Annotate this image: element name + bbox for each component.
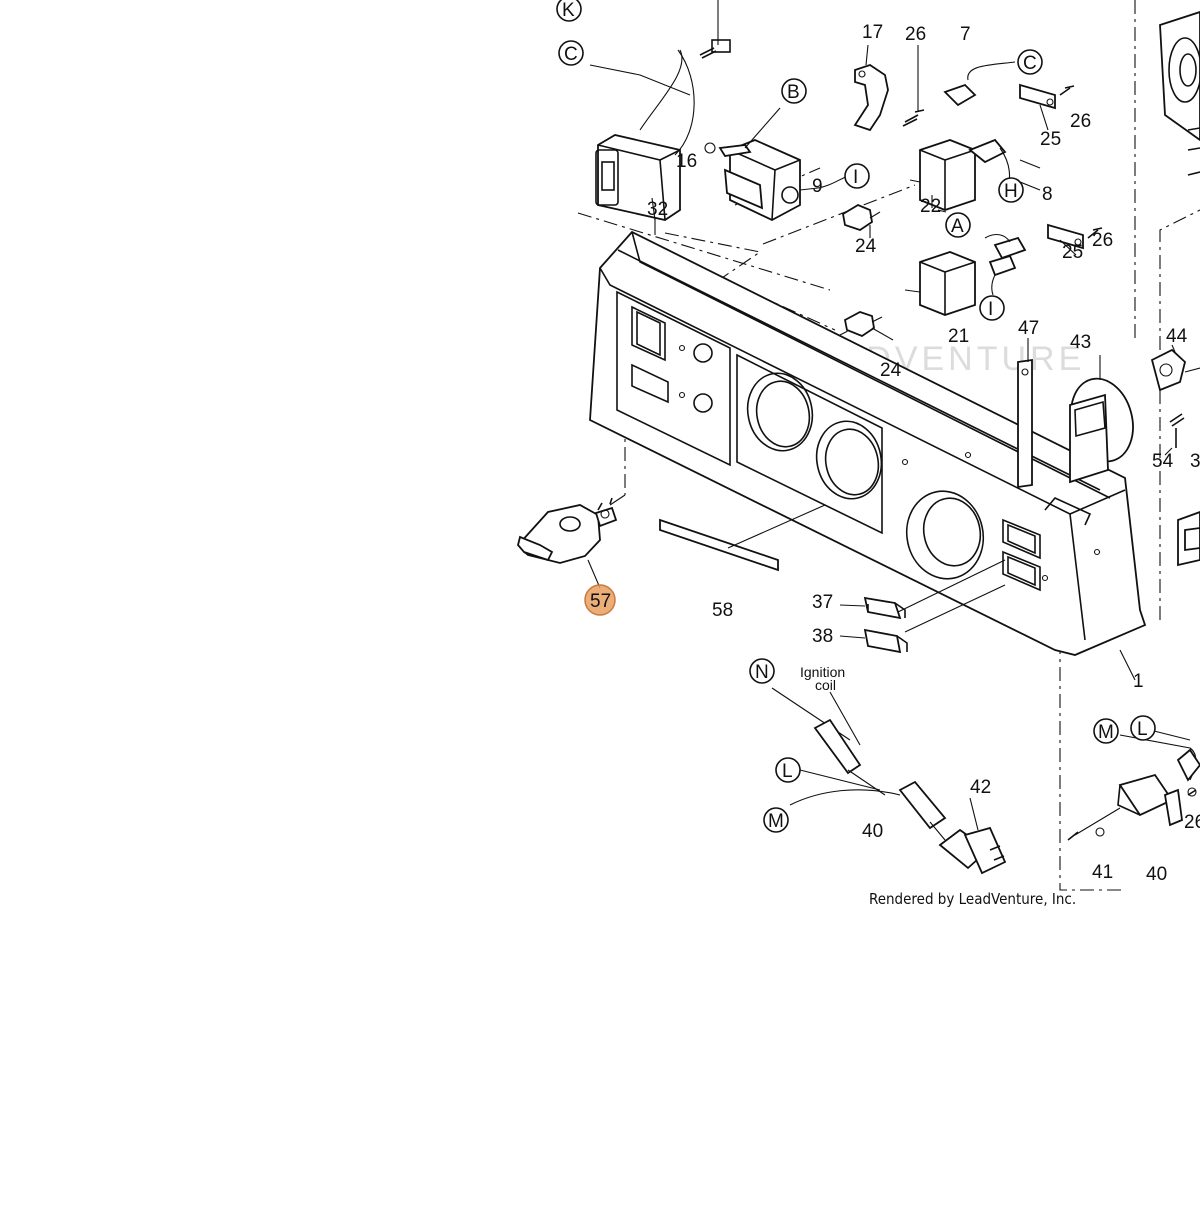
label-44: 44	[1166, 326, 1188, 347]
screw-top	[699, 0, 731, 59]
label-8: 8	[1042, 184, 1053, 205]
label-42: 42	[970, 777, 991, 798]
label-43: 43	[1070, 332, 1091, 353]
label-58: 58	[712, 600, 733, 621]
label-57[interactable]: 57	[590, 591, 611, 612]
part-57-plug	[517, 494, 626, 589]
label-7: 7	[960, 24, 971, 45]
screw-26a	[902, 109, 925, 127]
label-3: 3	[1190, 451, 1200, 472]
annotation-coil: coil	[815, 677, 836, 693]
label-26: 26	[1070, 111, 1091, 132]
label-25: 25	[1040, 129, 1061, 150]
callout-numbers: 17 26 7 26 25 8 22 25 26 16 9 32 24 21 4…	[647, 22, 1200, 885]
label-32: 32	[647, 199, 668, 220]
part-17-bracket	[853, 44, 889, 132]
part-44-latch	[1150, 348, 1200, 392]
letter-M: M	[768, 811, 784, 832]
letter-H: H	[1004, 181, 1018, 202]
right-edge-assembly	[1159, 11, 1200, 567]
part-37-38-switches	[839, 559, 1006, 654]
screw-54	[1169, 413, 1185, 448]
part-43-knob	[1069, 377, 1134, 484]
part-32-relay	[589, 49, 695, 235]
letter-L: L	[1137, 719, 1148, 740]
label-17: 17	[862, 22, 883, 43]
letter-C: C	[564, 44, 578, 65]
connector-letters: K C B I C H A I N L M M L	[556, 0, 1156, 833]
label-1: 1	[1133, 671, 1144, 692]
letter-C: C	[1023, 53, 1037, 74]
letter-I: I	[988, 299, 993, 320]
callout-leaders	[651, 45, 1176, 681]
label-41: 41	[1092, 862, 1113, 883]
highlighted-callout-57[interactable]: 57	[584, 584, 616, 616]
connector-7-8	[943, 61, 1041, 186]
part-21-switch	[904, 233, 1027, 316]
letter-N: N	[755, 662, 769, 683]
label-37: 37	[812, 592, 833, 613]
part-16-outlet	[704, 107, 849, 222]
instrument-panel	[589, 230, 1147, 656]
part-58-strip	[659, 518, 779, 572]
label-25: 25	[1062, 242, 1083, 263]
label-40: 40	[862, 821, 883, 842]
letter-I: I	[853, 167, 858, 188]
label-26: 26	[1092, 230, 1113, 251]
label-26: 26	[905, 24, 926, 45]
rendered-by-footer: Rendered by LeadVenture, Inc.	[869, 890, 1076, 908]
part-25-tabs	[1019, 83, 1103, 250]
letter-B: B	[787, 82, 800, 103]
part-22-switch	[909, 139, 976, 211]
label-9: 9	[812, 176, 823, 197]
annotation-ignition: Ignition	[800, 664, 845, 680]
letter-A: A	[951, 216, 964, 237]
label-22: 22	[920, 196, 941, 217]
label-24: 24	[855, 236, 877, 257]
label-16: 16	[676, 151, 697, 172]
label-40: 40	[1146, 864, 1167, 885]
label-54: 54	[1152, 451, 1174, 472]
letter-L: L	[782, 761, 793, 782]
harness-40-42	[771, 687, 1007, 875]
letter-M: M	[1098, 722, 1114, 743]
label-26: 26	[1184, 812, 1200, 833]
highlight-circle[interactable]	[584, 584, 616, 616]
part-24-plugs	[842, 203, 883, 338]
label-47: 47	[1018, 318, 1039, 339]
label-21: 21	[948, 326, 969, 347]
letter-K: K	[562, 0, 575, 21]
label-24: 24	[880, 360, 902, 381]
part-47-bar	[1017, 358, 1033, 489]
harness-40-41	[1067, 729, 1200, 841]
label-38: 38	[812, 626, 833, 647]
